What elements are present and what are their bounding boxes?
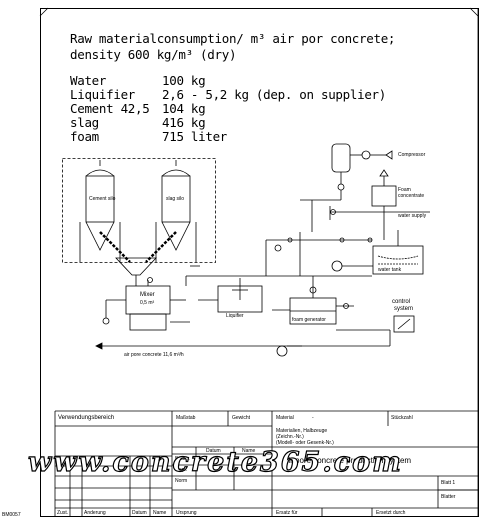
usage-list-label: Verwendungsbereich (58, 415, 115, 421)
cement-silo-label: Cement silo (89, 196, 116, 202)
material-label: Material (276, 415, 294, 421)
material-spec-3: (Modell- oder Gesenk-Nr.) (276, 440, 334, 446)
material-value: - (312, 415, 314, 421)
cement-silo (79, 160, 121, 262)
zust-label: Zust. (57, 510, 69, 516)
name2-label: Name (153, 510, 167, 516)
foam-concentrate-label: Foam concentrate (398, 187, 425, 199)
control-system-box (393, 315, 415, 333)
origin-label: Ursprung (176, 510, 197, 516)
replaced-for-label: Ersatz für (276, 510, 298, 516)
liquifier-label: Liquifier (226, 313, 244, 319)
title-block-grid (54, 410, 478, 516)
compressor-unit (331, 143, 393, 200)
foam-generator (272, 276, 354, 325)
air-pore-line-label: air pore concrete 11,6 m³/h (124, 352, 184, 358)
drawing-title: Air pore concrete production system (283, 456, 412, 465)
compressor-label: Compressor (398, 152, 426, 158)
replaced-by-label: Ersetzt durch (376, 510, 406, 516)
material-name: Cement 42,5 (70, 101, 150, 116)
date2-label: Datum (132, 510, 147, 516)
control-label: control (392, 299, 411, 305)
liquifier-tank (198, 278, 263, 313)
watermark: www.concrete365.com (27, 446, 403, 478)
row-bearb: Bearb. (175, 456, 190, 462)
mixer-unit (102, 277, 190, 331)
sheets-label: Blatter (441, 494, 456, 500)
material-spec-2: (Zeichn.-Nr.) (276, 434, 304, 440)
mixer-label: Mixer (140, 292, 155, 298)
scale-label: Maßstab (176, 415, 196, 421)
row-gepr: Gepr. (175, 467, 188, 473)
material-name: Liquifier (70, 87, 136, 102)
material-name: Water (70, 73, 107, 88)
material-value: 2,6 - 5,2 kg (dep. on supplier) (162, 87, 386, 102)
change-label: Anderung (84, 510, 106, 516)
corner-mark: BM0057 (2, 512, 21, 518)
water-tank (372, 230, 424, 275)
name-header: Name (242, 448, 256, 454)
water-supply-label: water supply (398, 213, 427, 219)
system-label: system (394, 306, 414, 312)
header-line-2: density 600 kg/m³ (dry) (70, 47, 237, 62)
mixer-volume-label: 0,5 m³ (140, 300, 155, 306)
slag-silo (155, 160, 197, 262)
water-tank-label: water tank (378, 267, 402, 273)
material-value: 416 kg (162, 115, 206, 130)
material-value: 104 kg (162, 101, 206, 116)
foam-generator-label: foam generator (292, 317, 326, 323)
sheet-number: Blatt 1 (441, 480, 456, 486)
header-line-1: Raw materialconsumption/ m³ air por conc… (70, 31, 396, 46)
foam-concentrate-tank (371, 169, 397, 240)
material-name: foam (70, 129, 99, 144)
material-spec-1: Materialien, Halbzeuge (276, 428, 328, 434)
row-norm: Norm (175, 478, 188, 484)
slag-silo-label: slag silo (166, 196, 185, 202)
material-value: 100 kg (162, 73, 206, 88)
weight-label: Gewicht (232, 415, 251, 421)
material-name: slag (70, 115, 99, 130)
quantity-label: Stückzahl (391, 415, 413, 421)
material-value: 715 liter (162, 129, 228, 144)
date-header: Datum (206, 448, 221, 454)
